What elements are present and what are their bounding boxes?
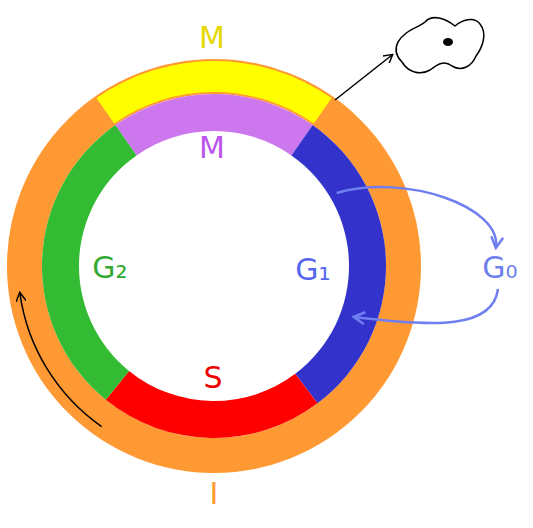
- phase-bands: [25, 61, 404, 456]
- phase-name: I: [210, 477, 219, 511]
- phase-name: M: [199, 131, 225, 165]
- g1-phase-label: G₁: [293, 253, 332, 287]
- s-phase-label: S: [201, 361, 224, 395]
- mitosis-label: M: [197, 21, 227, 55]
- phase-name: S: [203, 361, 222, 395]
- interphase-ring: [25, 77, 404, 456]
- g1-phase-band: [291, 125, 386, 403]
- transition-arrow: [355, 289, 498, 323]
- direction-arrow: [20, 293, 102, 426]
- phase-name: M: [199, 21, 225, 55]
- dividing-cell: [396, 18, 484, 73]
- g0-phase-label: G₀: [480, 251, 519, 285]
- cell-nucleus: [443, 38, 453, 46]
- g2-phase-band: [42, 125, 137, 400]
- transition-arrow: [337, 187, 497, 247]
- phase-name: G₁: [295, 253, 330, 287]
- interphase-label: I: [208, 477, 221, 511]
- leader-arrow: [335, 55, 392, 100]
- phase-name: G₀: [482, 251, 517, 285]
- phase-name: G₂: [92, 251, 127, 285]
- g2-phase-label: G₂: [90, 251, 129, 285]
- m-phase-label: M: [197, 131, 227, 165]
